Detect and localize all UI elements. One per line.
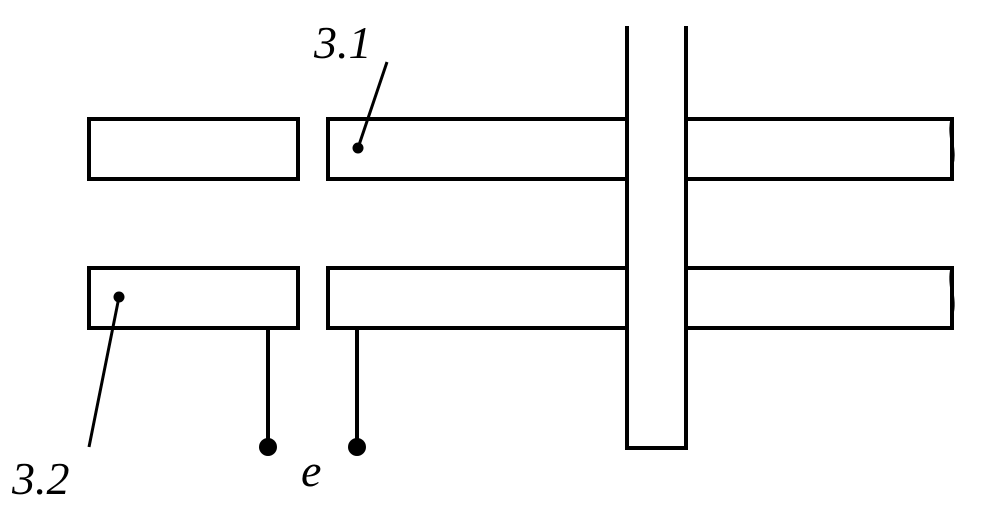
leader-dot-lower <box>113 291 125 303</box>
lower-strip-break-mark <box>949 267 955 329</box>
label-upper-strip: 3.1 <box>313 17 372 68</box>
terminal-dot-right <box>348 438 366 456</box>
leader-line-lower <box>87 296 121 448</box>
vertical-bar <box>625 26 688 450</box>
vertical-bar-top-mask <box>629 26 684 30</box>
label-terminals: e <box>301 445 321 496</box>
leader-dot-upper <box>352 142 364 154</box>
label-lower-strip: 3.2 <box>11 453 70 504</box>
terminal-dot-left <box>259 438 277 456</box>
upper-strip-break-mark <box>949 118 955 180</box>
leader-line-upper <box>356 61 389 149</box>
upper-strip-left-segment <box>87 117 300 181</box>
